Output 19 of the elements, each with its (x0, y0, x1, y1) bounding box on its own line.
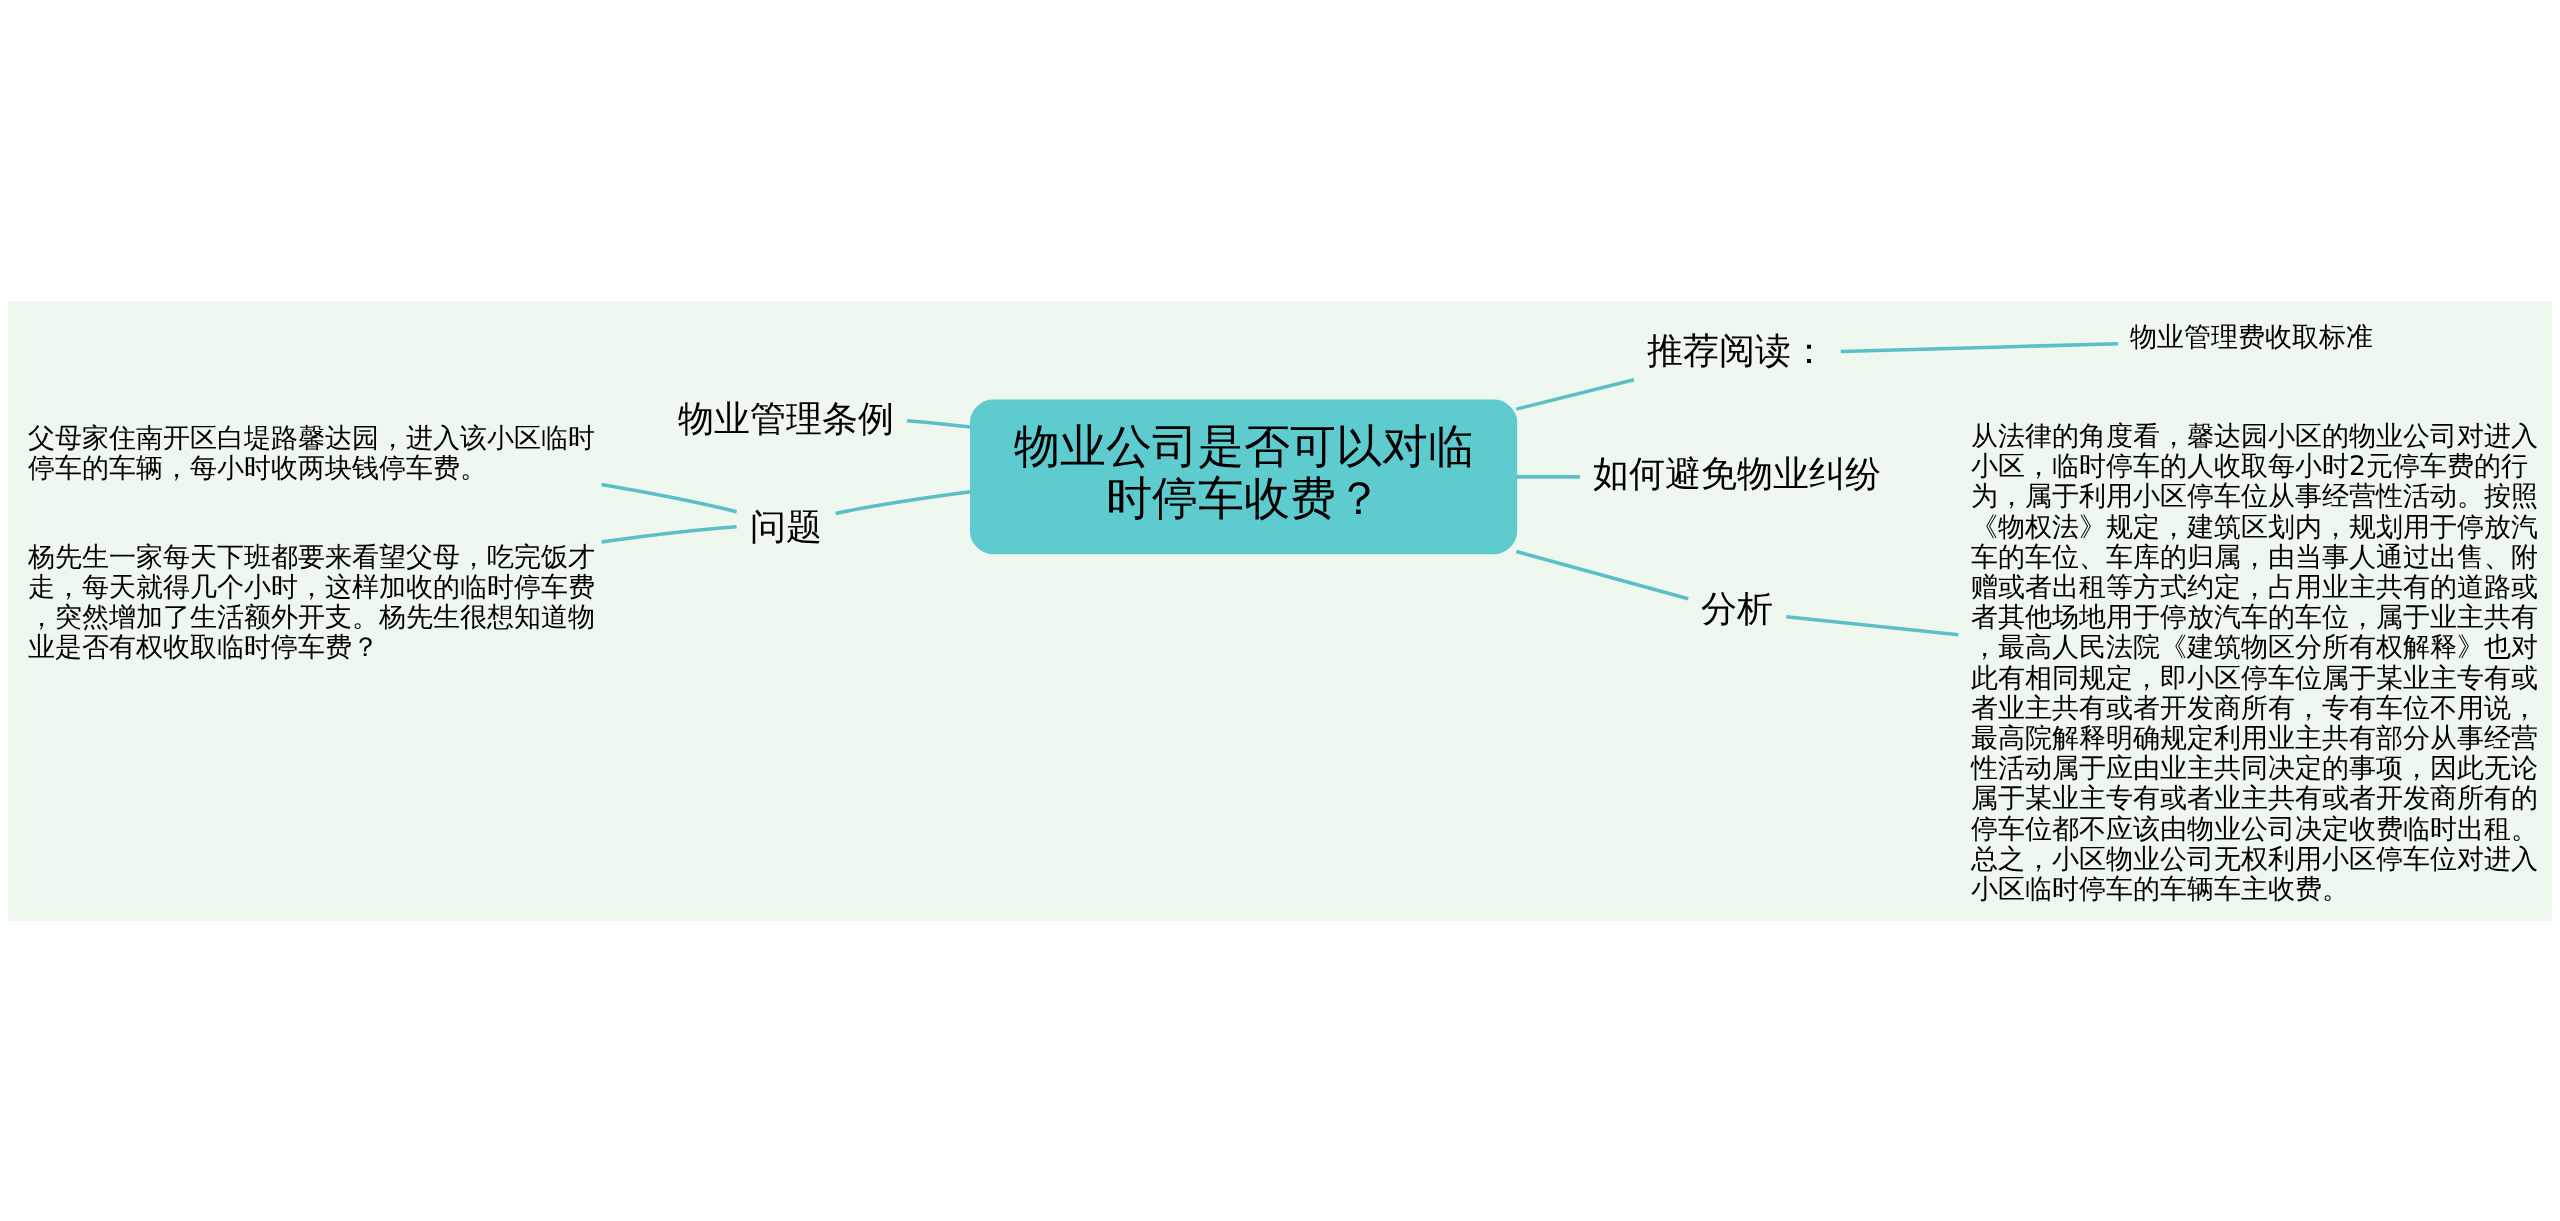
node-text: 杨先生一家每天下班都要来看望父母，吃完饭才走，每天就得几个小时，这样加收的临时停车费，突然增加了生活额外开支。杨先生很想知道物业是否有权收取临时停车费？ (27, 540, 595, 662)
node-text: 推荐阅读： (1647, 329, 1828, 371)
connector (1786, 614, 1959, 636)
node-text: 分析 (1701, 587, 1774, 629)
connector (1840, 341, 2119, 353)
node-text: 问题 (750, 505, 823, 547)
connector (1515, 549, 1689, 601)
node-text: 物业管理条例 (678, 397, 895, 439)
node-text: 物业管理费收取标准 (2130, 320, 2374, 352)
connector (601, 524, 737, 544)
node-text: 从法律的角度看，馨达园小区的物业公司对进入小区，临时停车的人收取每小时2元停车费的行为，属于利用小区停车位从事经营性活动。按照《物权法》规定，建筑区划内，规划用于停放汽车的车位、车库的归属，由当事人通过出售、附赠或者出租等方式约定，占用业主共有的道路或者其他场地用于停放汽车的车位，属于业主共有，最高人民法院《建筑物区分所有权解释》也对此有相同规定，即小区停车位属于某业主专有或者业主共有或者开发商所有，专有车位不用说，最高院解释明确规定利用业主共有部分从事经营性活动属于应由业主共同决定的事项，因此无论属于某业主专有或者业主共有或者开发商所有的停车位都不应该由物业公司决定收费临时出租。总之，小区物业公司无权利用小区停车位对进入小区临时停车的车辆车主收费。 (1971, 419, 2539, 904)
node-text: 如何避免物业纠纷 (1593, 452, 1882, 494)
connector (835, 489, 971, 515)
node-box: 物业公司是否可以对临时停车收费？ (970, 399, 1518, 554)
connector (1515, 377, 1635, 411)
connector (601, 482, 737, 513)
node-text: 父母家住南开区白堤路馨达园，进入该小区临时停车的车辆，每小时收两块钱停车费。 (27, 421, 595, 483)
connector (907, 418, 971, 429)
connector (1516, 474, 1580, 479)
